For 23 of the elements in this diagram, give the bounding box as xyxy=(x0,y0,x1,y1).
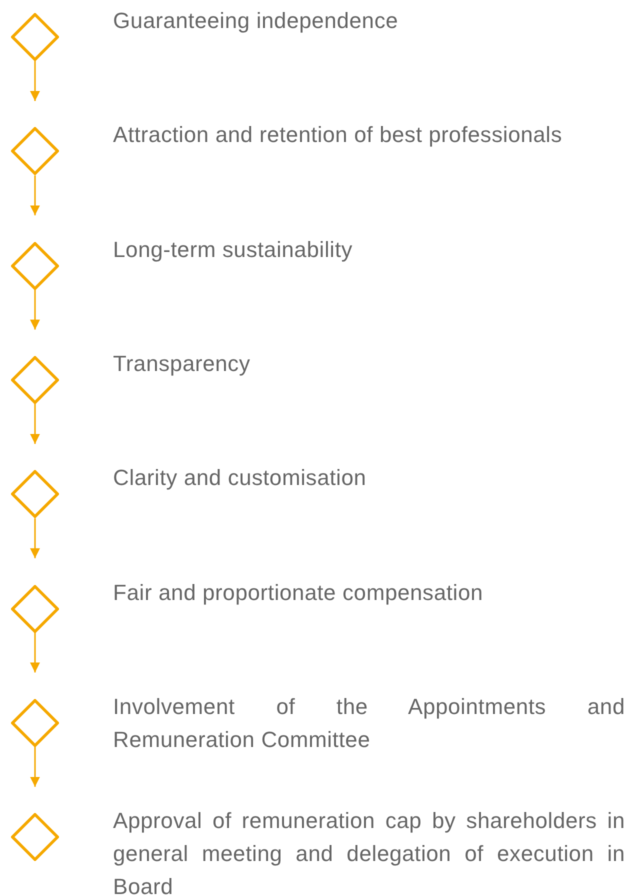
arrow xyxy=(30,518,40,558)
item-text: Clarity and customisation xyxy=(113,464,368,492)
item-text: Involvement of the Appointments and Remuneration Committee xyxy=(113,692,625,754)
diamond-shape xyxy=(11,13,59,61)
diamond-shape xyxy=(11,698,59,747)
diamond-shape xyxy=(11,242,59,290)
arrow xyxy=(30,290,40,330)
diamond-shape xyxy=(11,813,59,862)
arrow xyxy=(30,404,40,444)
item-text: Long-term sustainability xyxy=(113,236,354,264)
item-text: Approval of remuneration cap by shareholders in general meeting and delegation of execution in Board xyxy=(113,807,625,895)
item-text: Attraction and retention of best professionals xyxy=(113,121,564,150)
arrow xyxy=(30,632,40,672)
diamond-shape xyxy=(11,127,59,176)
item-text: Guaranteeing independence xyxy=(113,7,400,35)
item-text: Fair and proportionate compensation xyxy=(113,578,484,607)
arrow xyxy=(30,175,40,216)
diamond-shape xyxy=(11,470,59,518)
diamond-shape xyxy=(11,356,59,404)
item-text: Transparency xyxy=(113,350,252,378)
arrow xyxy=(30,61,40,101)
arrow xyxy=(30,746,40,787)
diamond-shape xyxy=(11,584,59,632)
